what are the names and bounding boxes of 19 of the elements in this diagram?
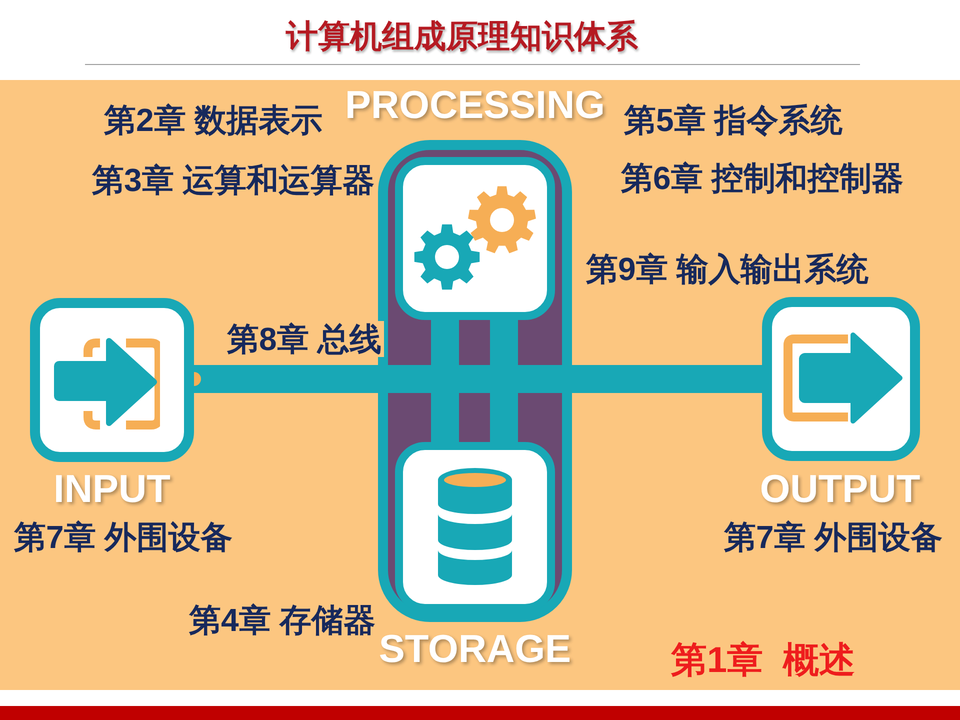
- chapter-label: 第1章 概述: [671, 640, 856, 680]
- bus-line: [194, 365, 378, 393]
- slide-title: 计算机组成原理知识体系: [286, 17, 638, 56]
- node-heading: PROCESSING: [344, 84, 606, 128]
- chapter-label: 第4章 存储器: [189, 602, 376, 638]
- chapter-label: 第5章 指令系统: [624, 102, 843, 138]
- link-bar: [431, 320, 459, 442]
- node-heading: STORAGE: [378, 628, 572, 672]
- chapter-label: 第3章 运算和运算器: [92, 162, 375, 198]
- chapter-label: 第7章 外围设备: [724, 519, 943, 555]
- chapter-label: 第2章 数据表示: [104, 102, 323, 138]
- chapter-label: 第6章 控制和控制器: [621, 160, 904, 196]
- edge-label: 第9章 输入输出系统: [584, 251, 871, 287]
- chapter-label: 第7章 外围设备: [14, 519, 233, 555]
- bus-line: [572, 365, 762, 393]
- node-heading: OUTPUT: [760, 468, 920, 512]
- link-bar: [490, 320, 518, 442]
- node-heading: INPUT: [54, 468, 170, 512]
- edge-label: 第8章 总线: [225, 321, 384, 357]
